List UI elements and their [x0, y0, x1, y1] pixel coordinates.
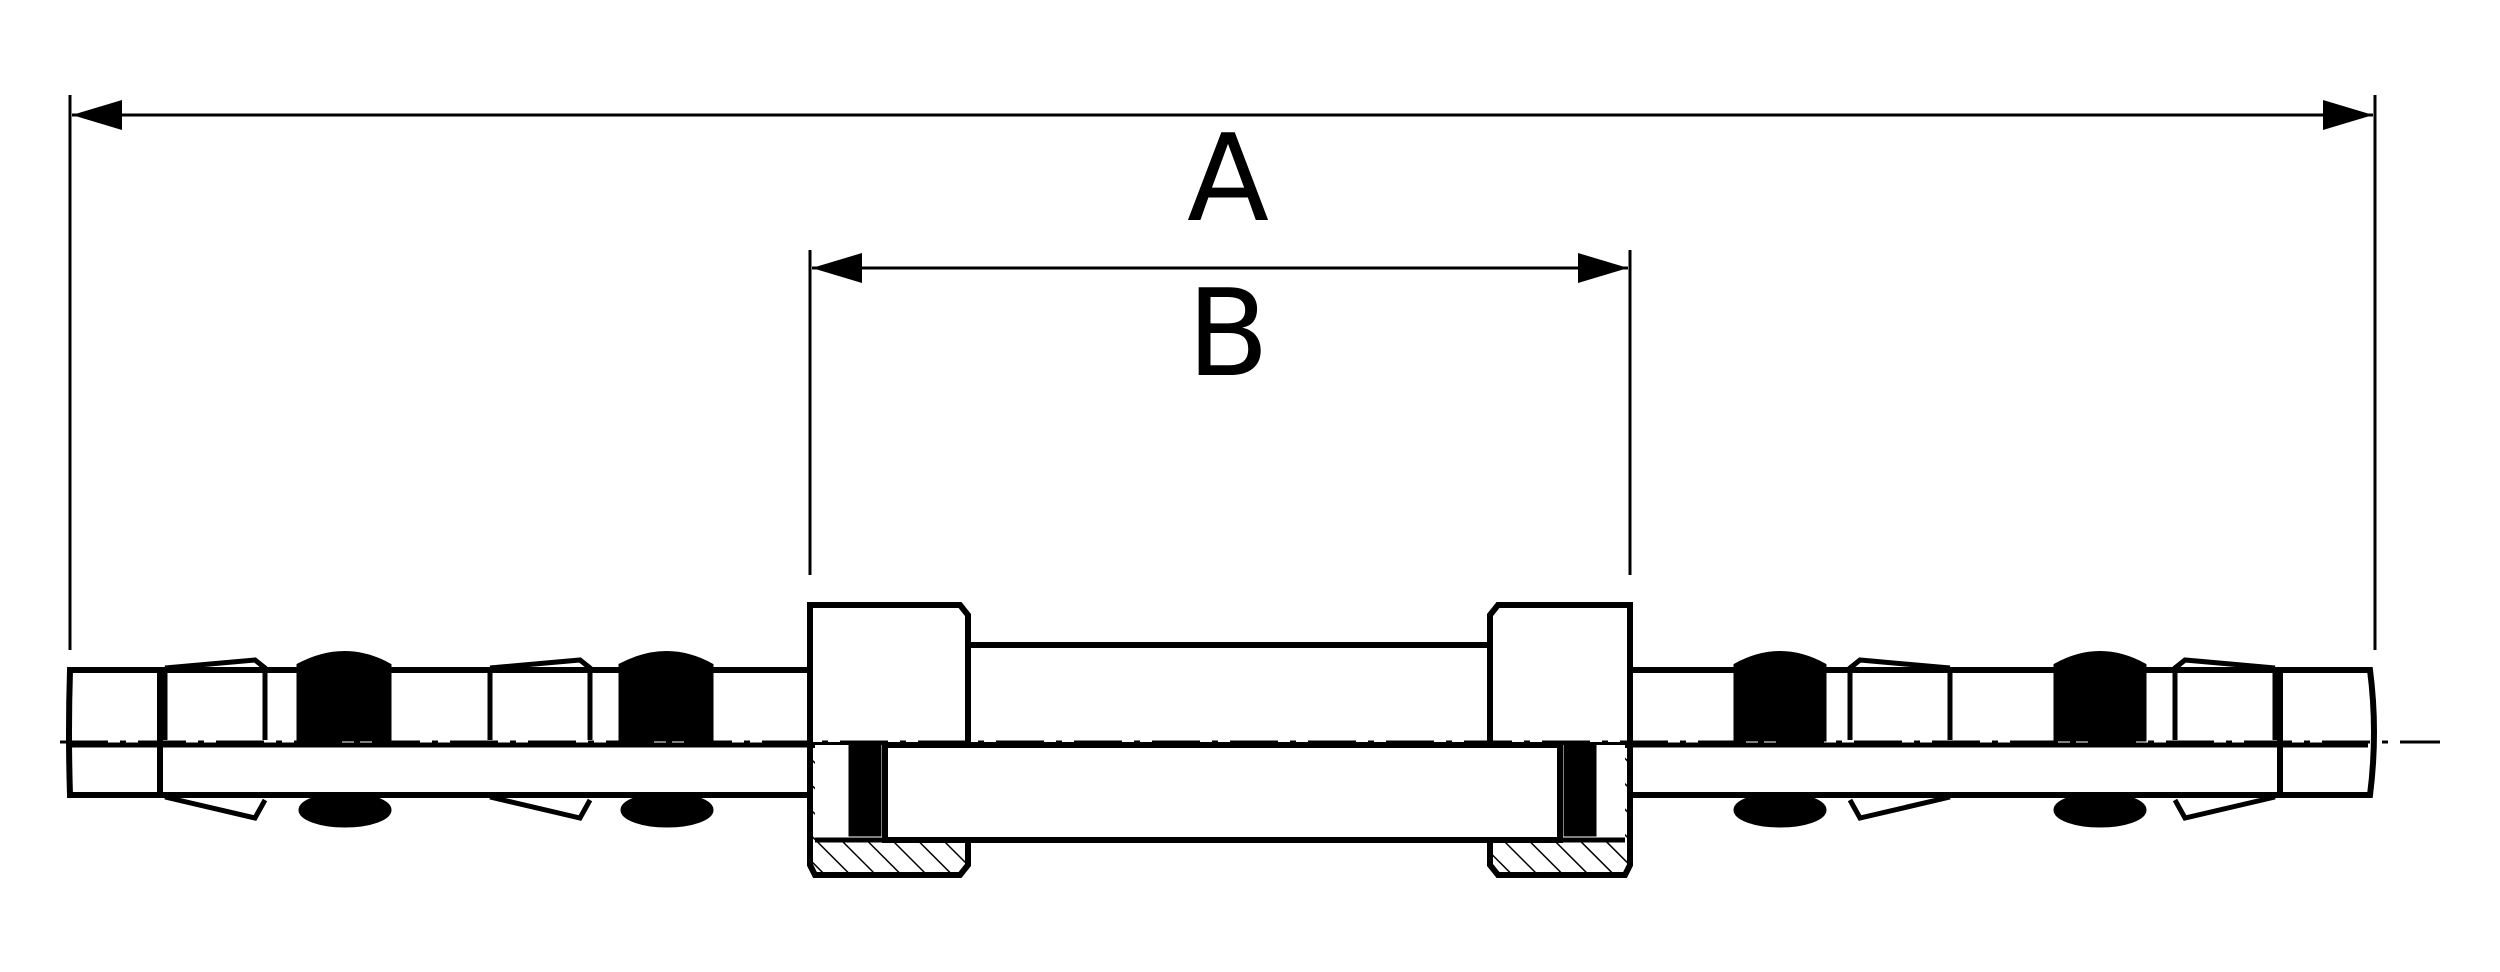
seal-icon: [1563, 743, 1597, 837]
seal-icon: [848, 743, 882, 837]
o-ring-icon: [618, 651, 714, 742]
dimension-b: B: [808, 250, 1632, 575]
center-body: [882, 642, 1563, 843]
dimension-a-arrow-right: [2323, 100, 2373, 130]
o-ring-icon: [296, 651, 392, 742]
right-hose-barb: [1627, 651, 2377, 828]
dimension-a: A: [68, 95, 2377, 650]
dimension-b-arrow-right: [1578, 253, 1628, 283]
dimension-b-label: B: [1187, 265, 1269, 404]
left-hose-barb: [66, 651, 813, 828]
dimension-a-arrow-left: [72, 100, 122, 130]
dimension-b-arrow-left: [812, 253, 862, 283]
o-ring-icon: [1733, 651, 1827, 742]
dimension-a-label: A: [1187, 110, 1269, 249]
o-ring-icon: [2053, 651, 2147, 742]
